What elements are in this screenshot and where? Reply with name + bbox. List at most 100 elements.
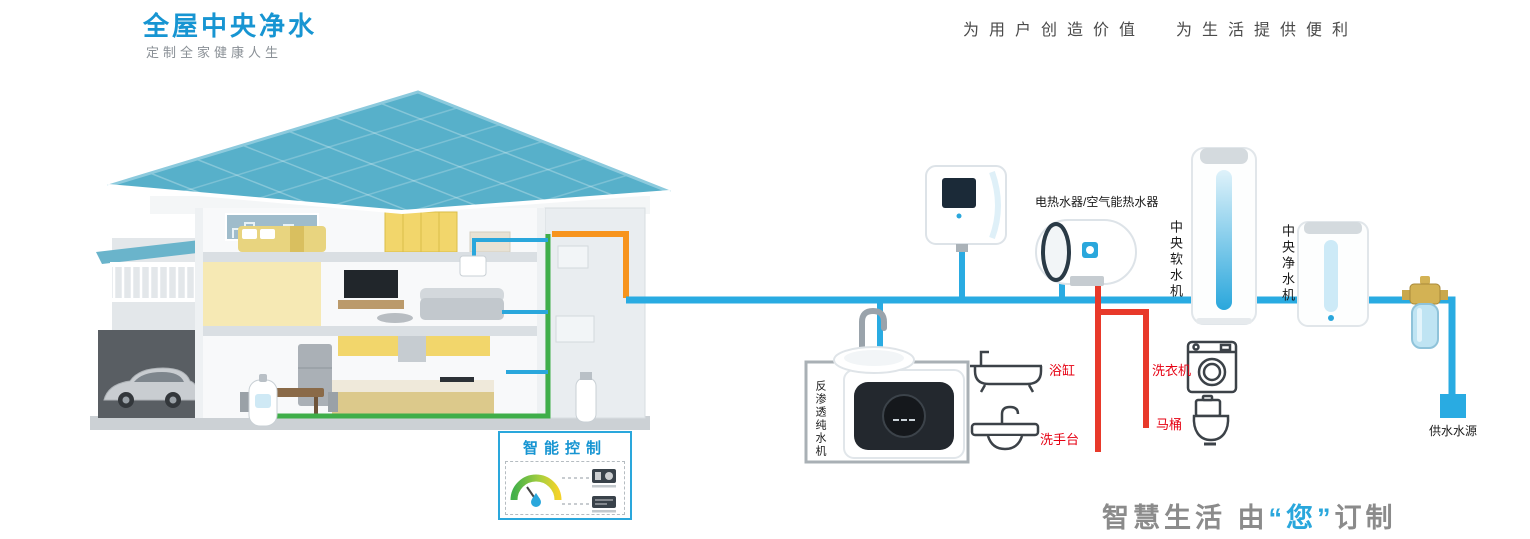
softener-base bbox=[1196, 318, 1252, 324]
car-window bbox=[134, 372, 184, 382]
balcony-rail bbox=[110, 262, 198, 267]
washer-knob bbox=[1192, 343, 1200, 351]
dispenser-spout bbox=[956, 244, 968, 252]
washing-machine-icon bbox=[1186, 340, 1238, 394]
page-subtitle: 定制全家健康人生 bbox=[146, 45, 283, 60]
purifier-led bbox=[1328, 315, 1334, 321]
appliance-icon-detail bbox=[595, 499, 613, 505]
floor-slab bbox=[195, 252, 545, 262]
footer-highlight: “您” bbox=[1268, 503, 1335, 533]
roof-ridge bbox=[107, 90, 671, 194]
footer-suffix: 订制 bbox=[1334, 503, 1397, 533]
pre-filter-nub bbox=[1420, 276, 1430, 284]
appliance-icon-detail bbox=[605, 472, 613, 480]
toilet-bowl bbox=[1192, 414, 1230, 442]
slogan-left: 为 用 户 创 造 价 值 bbox=[963, 22, 1139, 39]
water-drop-icon bbox=[531, 497, 541, 507]
wash-basin-label: 洗手台 bbox=[1040, 432, 1080, 447]
page-title: 全屋中央净水 bbox=[143, 11, 318, 41]
wall-fixture bbox=[555, 315, 595, 343]
counter bbox=[332, 380, 494, 392]
purifier-cap bbox=[1304, 222, 1362, 234]
blanket bbox=[290, 226, 304, 252]
bathtub-label: 浴缸 bbox=[1049, 363, 1076, 378]
sofa bbox=[420, 298, 504, 320]
basin-inner bbox=[844, 350, 904, 366]
faucet-basin bbox=[833, 307, 915, 374]
roof-tiles bbox=[108, 106, 629, 212]
fixture-icons bbox=[970, 340, 1238, 451]
washer-drum-inner bbox=[1202, 362, 1222, 382]
roof-eave bbox=[107, 184, 671, 215]
wash-basin-icon bbox=[970, 405, 1040, 451]
toilet-label: 马桶 bbox=[1156, 417, 1183, 432]
slogan-right: 为 生 活 提 供 便 利 bbox=[1176, 22, 1352, 39]
tub-faucet bbox=[979, 350, 989, 366]
heater-logo-dot bbox=[1086, 246, 1094, 254]
smart-control-title: 智能控制 bbox=[522, 440, 607, 457]
ro-display bbox=[882, 394, 926, 438]
gauge-arc bbox=[510, 474, 562, 501]
coffee-table bbox=[377, 313, 413, 323]
softener-stripe bbox=[1216, 170, 1232, 310]
house-illustration bbox=[90, 90, 671, 430]
heater-panel bbox=[1070, 276, 1104, 286]
smart-control-diagram bbox=[505, 461, 625, 515]
car-hub bbox=[122, 396, 130, 404]
smart-control-graphic bbox=[510, 469, 616, 513]
tub-body bbox=[973, 366, 1043, 386]
indoor-cold-pipes bbox=[472, 238, 548, 374]
accent-wall bbox=[203, 262, 321, 326]
softener-cap bbox=[1200, 148, 1248, 164]
ground bbox=[90, 416, 650, 430]
connector-dashes bbox=[562, 477, 590, 505]
dispenser-screen bbox=[942, 178, 976, 208]
chair bbox=[328, 392, 338, 412]
main-cold-pipe bbox=[626, 296, 1456, 396]
riser-pipe bbox=[552, 231, 629, 298]
pre-filter-port bbox=[1436, 290, 1448, 300]
footer-prefix: 智慧生活 由 bbox=[1102, 503, 1269, 533]
central-softener bbox=[1191, 147, 1257, 325]
toilet-button bbox=[1201, 394, 1214, 402]
water-source-box bbox=[1440, 394, 1466, 418]
softener-label: 中央软水机 bbox=[1168, 220, 1183, 300]
dispenser-led bbox=[956, 213, 962, 219]
footer-slogan: 智慧生活 由“您”订制 bbox=[1102, 496, 1397, 535]
range-hood bbox=[398, 336, 426, 362]
roof bbox=[108, 92, 670, 212]
wall-water-dispenser bbox=[925, 165, 1007, 252]
indoor-heater bbox=[459, 255, 487, 277]
appliance-icon-detail bbox=[595, 472, 601, 480]
caption-bar bbox=[592, 510, 616, 513]
bathtub-icon bbox=[970, 350, 1043, 393]
tv bbox=[344, 270, 398, 298]
pillow bbox=[242, 229, 257, 239]
wardrobe-doors bbox=[402, 212, 440, 252]
pre-filter-port bbox=[1402, 290, 1414, 300]
stove bbox=[440, 377, 474, 382]
vanity-bowl bbox=[986, 435, 1024, 451]
toilet-tank bbox=[1194, 398, 1222, 418]
vanity-faucet bbox=[1000, 405, 1020, 424]
ro-machine-unit bbox=[804, 360, 970, 464]
filter-tank bbox=[575, 377, 597, 423]
appliance-icon bbox=[592, 496, 616, 508]
faucet bbox=[859, 307, 887, 355]
heater-label: 电热水器/空气能热水器 bbox=[1035, 195, 1159, 209]
washing-machine-label: 洗衣机 bbox=[1152, 363, 1192, 378]
filter-head bbox=[580, 372, 592, 380]
purifier-stripe bbox=[1324, 240, 1338, 312]
tank-band bbox=[255, 394, 271, 408]
heater-end-ring bbox=[1041, 222, 1071, 282]
smart-control-panel: 智能控制 bbox=[498, 431, 632, 520]
column bbox=[195, 208, 203, 418]
ro-machine-label: 反渗透纯水机 bbox=[814, 380, 826, 458]
tank-head bbox=[259, 374, 267, 382]
balcony-rail-bottom bbox=[110, 298, 198, 302]
balcony-awning bbox=[96, 240, 206, 264]
floor-slab bbox=[195, 326, 545, 336]
tub-legs bbox=[979, 384, 1035, 393]
